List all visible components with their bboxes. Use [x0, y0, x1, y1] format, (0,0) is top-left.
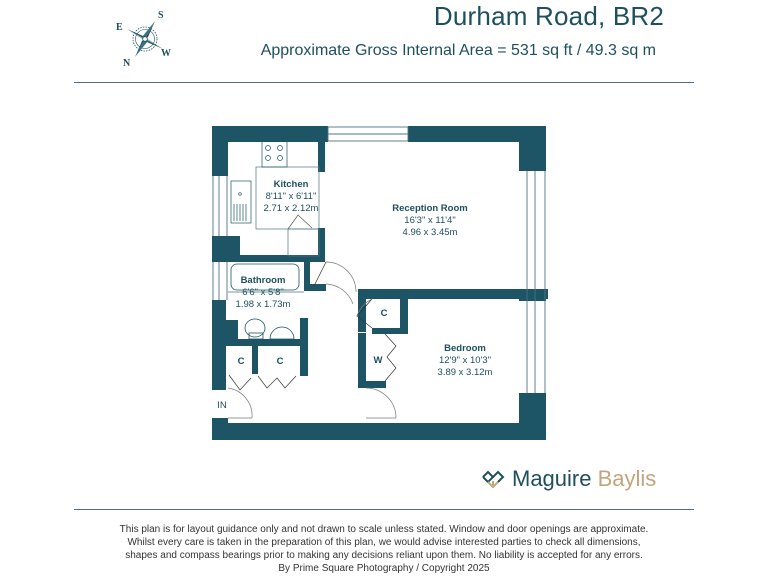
bedroom-name: Bedroom — [444, 343, 486, 354]
bathroom-name: Bathroom — [241, 275, 286, 286]
brand-name: Maguire Baylis — [512, 466, 656, 492]
brand-logo: Maguire Baylis — [480, 463, 656, 495]
doors — [227, 261, 397, 419]
cupboard-label: C — [381, 308, 388, 319]
disclaimer-line: Whilst every care is taken in the prepar… — [127, 537, 641, 548]
wardrobe-label: W — [374, 355, 383, 366]
bedroom-dim-imperial: 12'9" x 10'3" — [439, 355, 491, 366]
copyright: By Prime Square Photography / Copyright … — [278, 563, 490, 574]
compass-e-label: E — [116, 22, 123, 33]
maguire-baylis-logo-icon — [482, 470, 505, 489]
bathroom-fittings — [228, 263, 304, 340]
gross-internal-area: Approximate Gross Internal Area = 531 sq… — [260, 42, 656, 59]
walls — [212, 126, 548, 440]
compass-w-label: W — [161, 48, 171, 59]
kitchen-name: Kitchen — [274, 179, 309, 190]
compass-n-label: N — [123, 58, 131, 69]
compass-s-label: S — [158, 10, 164, 21]
reception-dim-imperial: 16'3" x 11'4" — [404, 215, 455, 226]
page-title: Durham Road, BR2 — [433, 1, 664, 31]
footer-divider — [74, 509, 694, 510]
disclaimer-line: This plan is for layout guidance only an… — [119, 524, 649, 535]
disclaimer: This plan is for layout guidance only an… — [84, 523, 684, 575]
bedroom-dim-metric: 3.89 x 3.12m — [438, 367, 493, 378]
cupboard-label: C — [277, 356, 284, 367]
compass: S E W N — [100, 4, 190, 70]
header-divider — [74, 82, 694, 83]
cupboard-label: C — [238, 356, 245, 367]
brand-name-second: Baylis — [597, 466, 657, 491]
windows — [212, 126, 546, 393]
basin-icon — [269, 326, 295, 340]
hob-icon — [261, 140, 288, 168]
toilet-icon — [244, 318, 266, 338]
bathroom-dim-metric: 1.98 x 1.73m — [236, 299, 291, 310]
brand-name-first: Maguire — [512, 466, 592, 491]
compass-rose-icon: S E W N — [116, 10, 171, 69]
reception-name: Reception Room — [392, 203, 467, 214]
entrance-label: IN — [217, 400, 227, 411]
kitchen-fittings — [230, 140, 320, 257]
disclaimer-line: shapes and compass bearings prior to mak… — [125, 550, 643, 561]
reception-dim-metric: 4.96 x 3.45m — [403, 227, 458, 238]
bath-icon — [230, 263, 300, 291]
sink-icon — [230, 180, 252, 224]
bathroom-dim-imperial: 6'6" x 5'8" — [242, 287, 284, 298]
kitchen-dim-metric: 2.71 x 2.12m — [264, 203, 319, 214]
kitchen-dim-imperial: 8'11" x 6'11" — [266, 191, 317, 202]
room-labels: Kitchen 8'11" x 6'11" 2.71 x 2.12m Recep… — [217, 179, 492, 411]
